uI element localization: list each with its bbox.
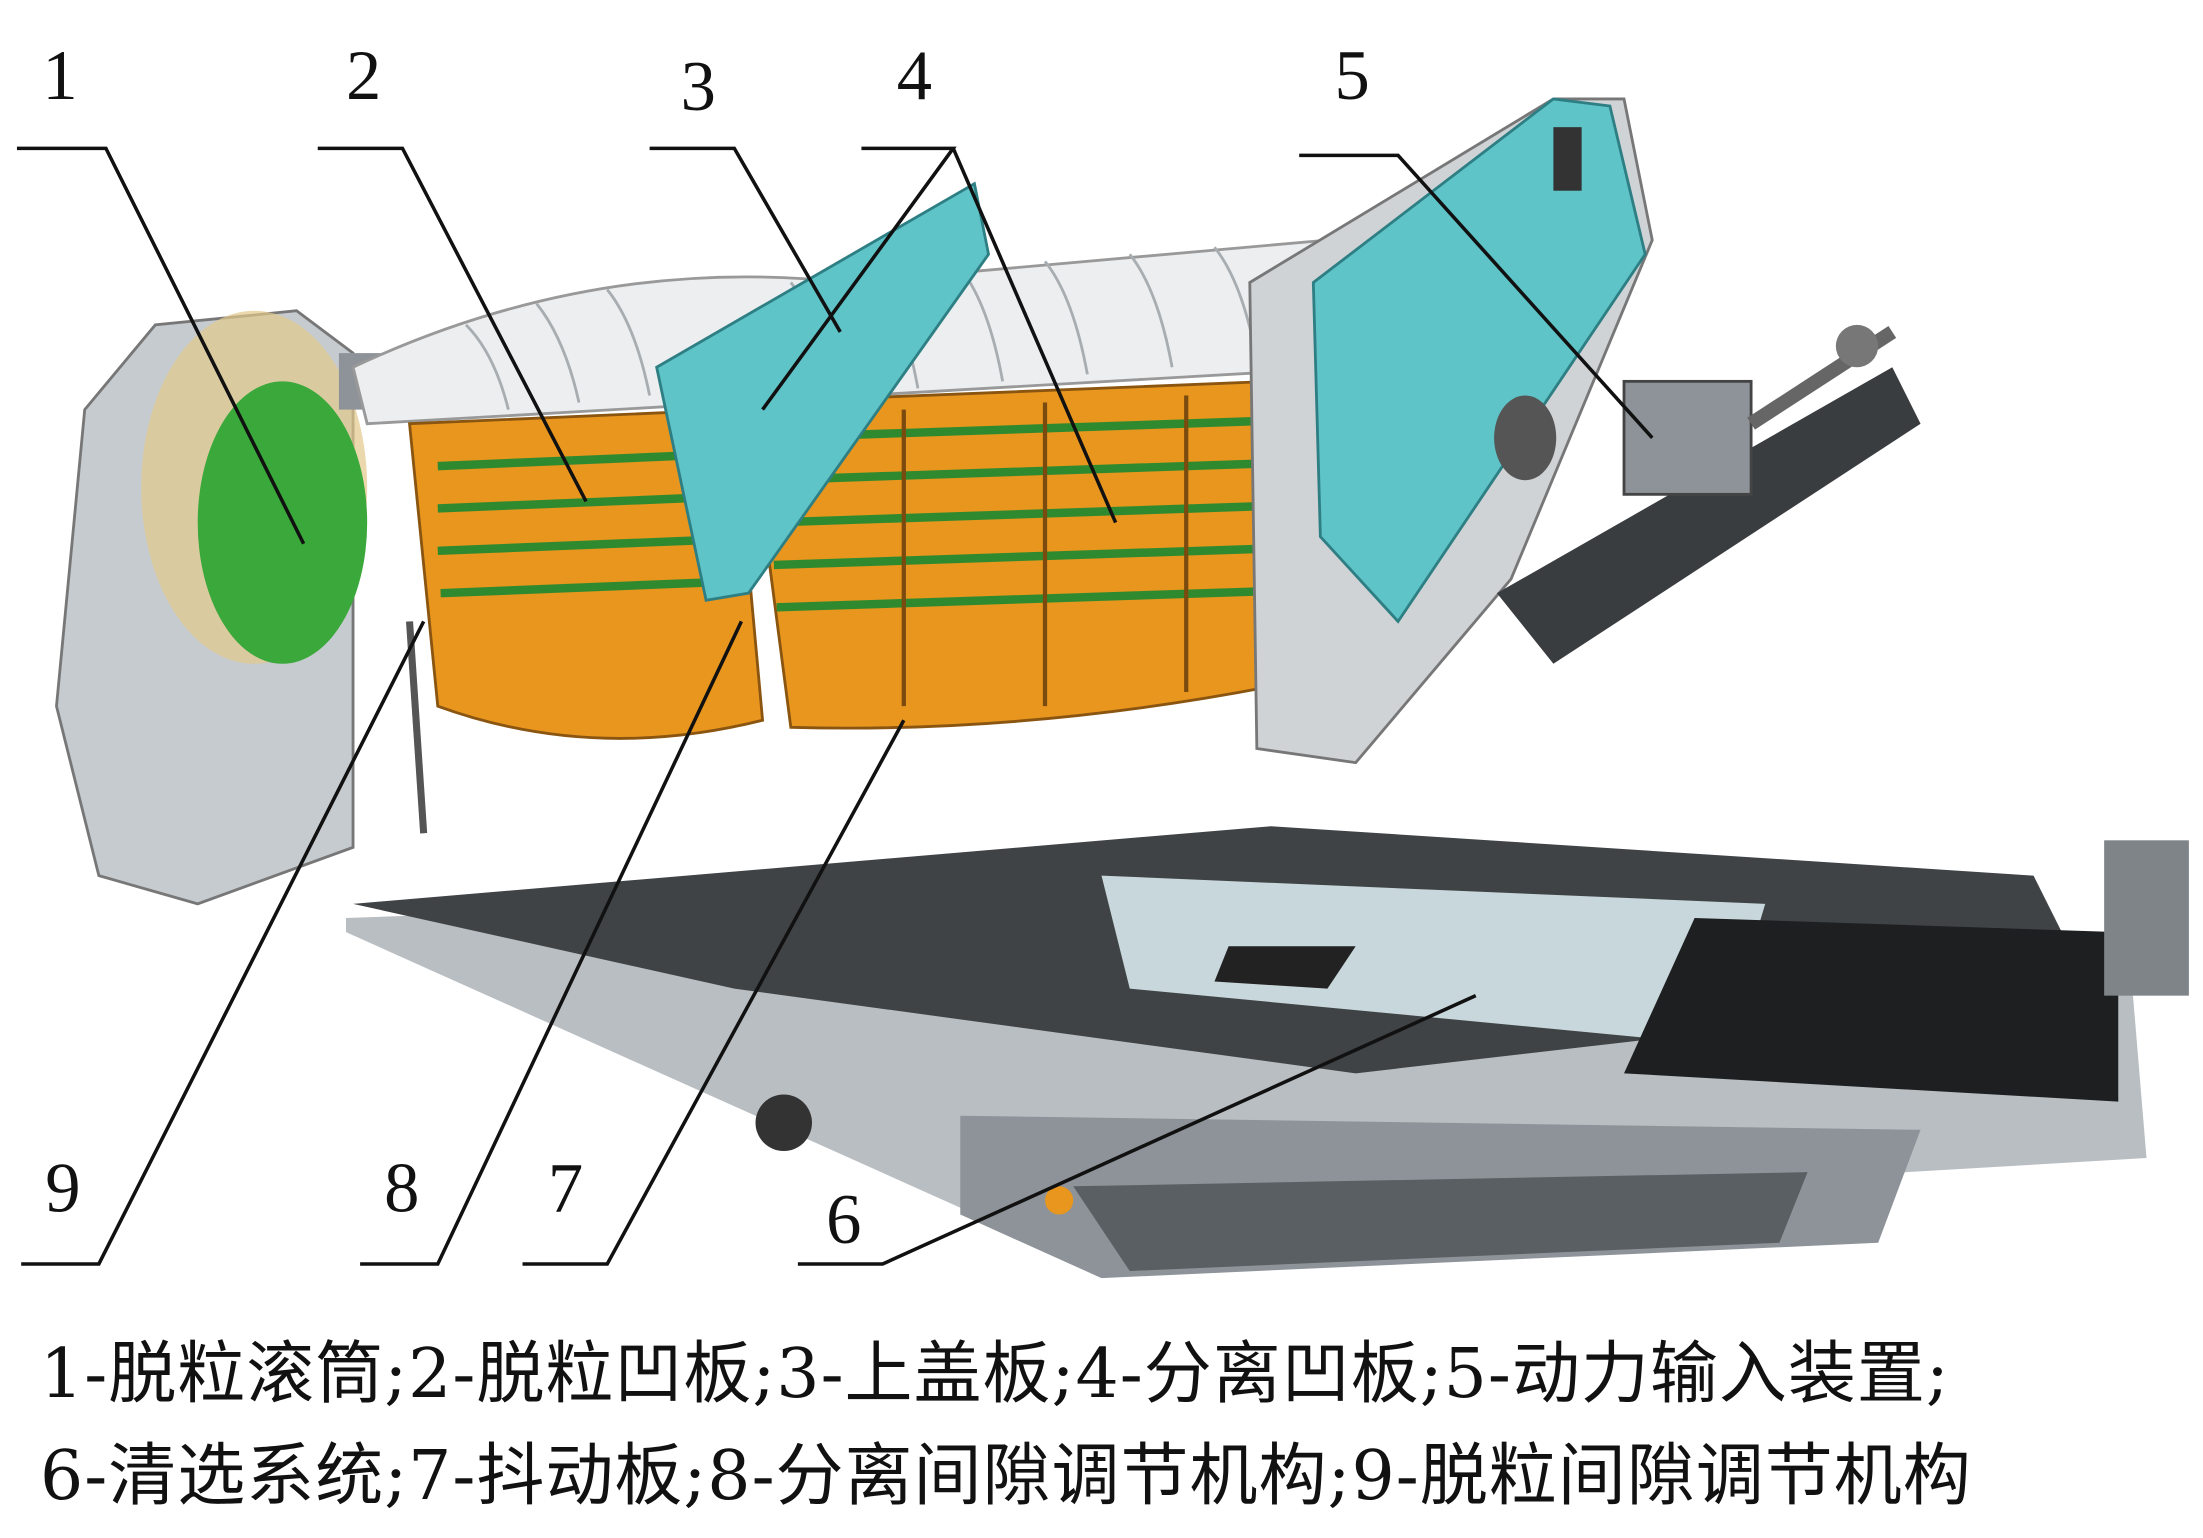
- caption-line-2: 6-清选系统;7-抖动板;8-分离间隙调节机构;9-脱粒间隙调节机构: [40, 1437, 1972, 1516]
- part-numbers: 1 2 3 4 5 6 7 8 9: [42, 37, 1369, 1259]
- leader-7: [522, 719, 906, 1266]
- label-5: 5: [1335, 37, 1370, 115]
- front-frame: [55, 309, 428, 906]
- label-9: 9: [45, 1150, 80, 1228]
- label-8: 8: [384, 1150, 419, 1228]
- leader-9: [21, 620, 426, 1266]
- power-input: [1494, 324, 1921, 664]
- label-3: 3: [681, 48, 716, 126]
- leader-6: [797, 994, 1477, 1266]
- teal-plates: [655, 97, 1654, 765]
- leader-5: [1299, 153, 1654, 440]
- cleaning-system: [345, 826, 2189, 1279]
- leader-2: [317, 146, 588, 503]
- label-7: 7: [548, 1150, 583, 1228]
- label-6: 6: [826, 1181, 861, 1259]
- leader-lines: [16, 146, 1654, 1266]
- label-2: 2: [346, 37, 381, 115]
- threshing-concave: [407, 408, 765, 740]
- label-4: 4: [897, 37, 932, 115]
- label-1: 1: [42, 37, 77, 115]
- caption-line-1: 1-脱粒滚筒;2-脱粒凹板;3-上盖板;4-分离凹板;5-动力输入装置;: [40, 1335, 1950, 1414]
- leader-4b: [951, 147, 1118, 524]
- leader-1: [16, 146, 306, 545]
- leader-3: [649, 146, 842, 333]
- separation-concave: [746, 379, 1315, 730]
- leader-8: [360, 620, 743, 1266]
